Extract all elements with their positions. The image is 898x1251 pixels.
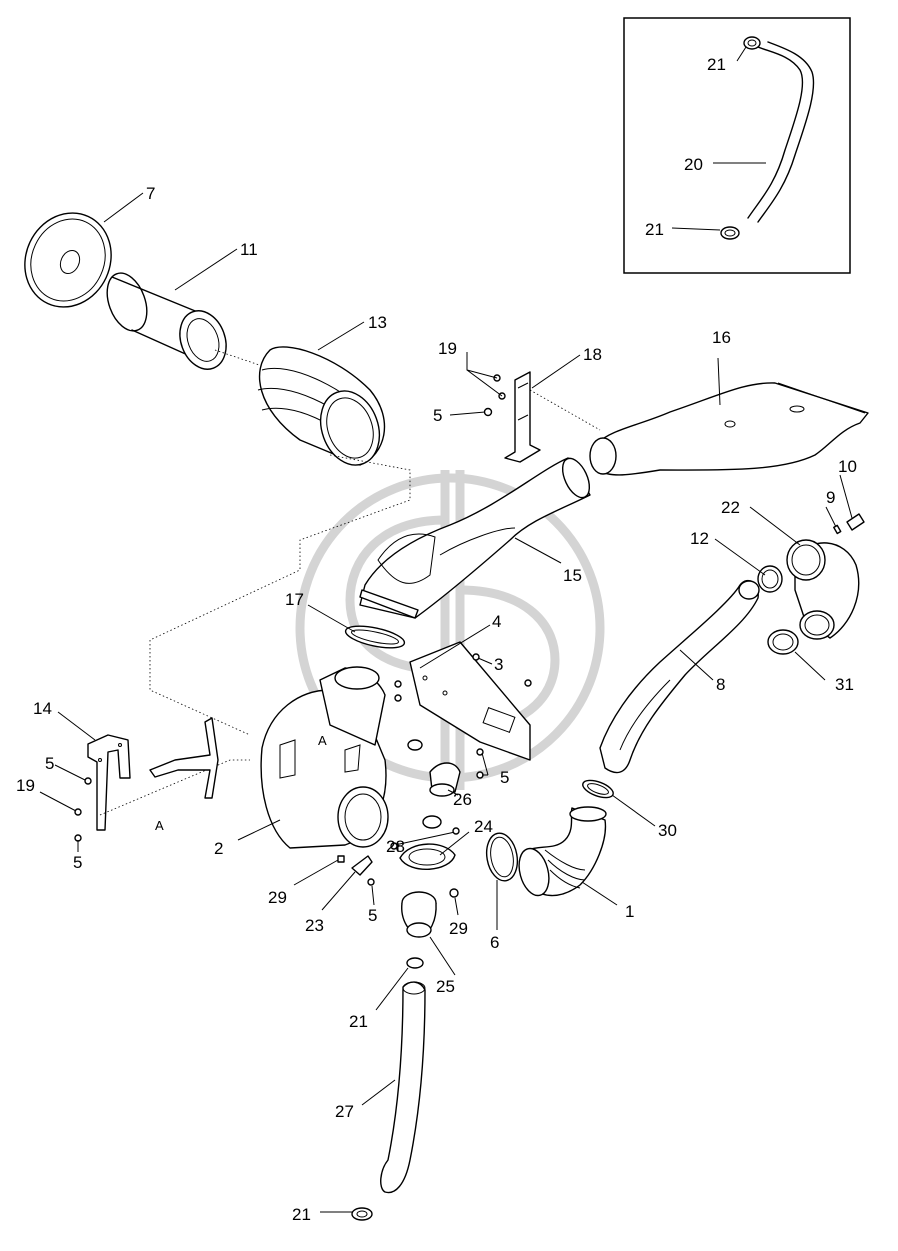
leader-lines bbox=[39, 46, 853, 1213]
part-19-bolt-left bbox=[74, 808, 82, 816]
part-21-clamp-inset-top bbox=[743, 36, 761, 50]
part-5-bolt-top bbox=[483, 407, 493, 417]
callout-29-left: 29 bbox=[268, 888, 287, 907]
part-5-bolts-plate bbox=[394, 680, 484, 779]
part-4-mounting-plate bbox=[409, 641, 531, 761]
part-29-nut-right bbox=[449, 888, 459, 898]
callout-24: 24 bbox=[474, 817, 493, 836]
callout-21-inset-bottom: 21 bbox=[645, 220, 664, 239]
callout-7: 7 bbox=[146, 184, 155, 203]
callout-5-bottom: 5 bbox=[368, 906, 377, 925]
part-31-clamp bbox=[767, 629, 799, 655]
part-6-clamp bbox=[485, 832, 519, 882]
callout-6: 6 bbox=[490, 933, 499, 952]
part-19-bolts-top bbox=[493, 374, 506, 400]
callout-23: 23 bbox=[305, 916, 324, 935]
part-7-cover bbox=[24, 212, 112, 308]
callout-14: 14 bbox=[33, 699, 52, 718]
callout-18: 18 bbox=[583, 345, 602, 364]
view-mark-a-upper: A bbox=[318, 733, 327, 748]
callout-31: 31 bbox=[835, 675, 854, 694]
callout-8: 8 bbox=[716, 675, 725, 694]
part-22-elbow bbox=[786, 539, 860, 640]
part-10-fitting bbox=[846, 513, 865, 531]
callout-10: 10 bbox=[838, 457, 857, 476]
part-21-clamp-mid bbox=[406, 957, 424, 969]
view-mark-a-lower: A bbox=[155, 818, 164, 833]
part-14-bracket bbox=[87, 734, 131, 831]
part-27-hose bbox=[380, 981, 426, 1194]
callout-4: 4 bbox=[492, 612, 501, 631]
callout-21-mid: 21 bbox=[349, 1012, 368, 1031]
part-28-bolt bbox=[390, 827, 460, 850]
callout-26: 26 bbox=[453, 790, 472, 809]
callout-2: 2 bbox=[214, 839, 223, 858]
part-25-valve bbox=[401, 891, 437, 938]
part-18-bracket bbox=[504, 371, 541, 463]
part-5-bolt-bottom bbox=[367, 878, 375, 886]
part-13-filter-housing bbox=[257, 346, 386, 466]
callout-15: 15 bbox=[563, 566, 582, 585]
part-29-nut-left bbox=[337, 855, 345, 863]
part-8-hose bbox=[599, 580, 760, 774]
part-1-hose bbox=[518, 806, 607, 897]
part-23-bracket bbox=[351, 855, 373, 876]
part-2-air-cleaner bbox=[260, 666, 389, 849]
callout-labels: 7 11 13 16 19 18 5 10 9 22 12 15 17 4 3 … bbox=[16, 55, 857, 1224]
callout-9: 9 bbox=[826, 488, 835, 507]
part-30-clamp bbox=[582, 779, 614, 799]
bracket-a bbox=[149, 717, 219, 799]
part-16-duct bbox=[589, 382, 869, 476]
callout-13: 13 bbox=[368, 313, 387, 332]
part-12-clamp bbox=[757, 565, 783, 593]
callout-5-top: 5 bbox=[433, 406, 442, 425]
callout-11: 11 bbox=[240, 240, 258, 259]
part-21-clamp-bottom bbox=[351, 1207, 373, 1221]
callout-21-bottom: 21 bbox=[292, 1205, 311, 1224]
part-17-clamp bbox=[344, 625, 406, 649]
callout-1: 1 bbox=[625, 902, 634, 921]
part-clamp-small bbox=[407, 739, 442, 829]
callout-5-left: 5 bbox=[45, 754, 54, 773]
callout-21-inset-top: 21 bbox=[707, 55, 726, 74]
callout-30: 30 bbox=[658, 821, 677, 840]
callout-19-top: 19 bbox=[438, 339, 457, 358]
callout-19-left: 19 bbox=[16, 776, 35, 795]
callout-12: 12 bbox=[690, 529, 709, 548]
callout-5-lower-left: 5 bbox=[73, 853, 82, 872]
callout-25: 25 bbox=[436, 977, 455, 996]
callout-29-right: 29 bbox=[449, 919, 468, 938]
part-5-bolts-left bbox=[74, 777, 92, 842]
inset-frame bbox=[623, 17, 851, 274]
part-21-clamp-inset-bottom bbox=[720, 226, 740, 240]
part-20-hose bbox=[747, 41, 815, 223]
part-11-filter-element bbox=[106, 272, 227, 370]
callout-16: 16 bbox=[712, 328, 731, 347]
part-3-bolts bbox=[472, 653, 532, 687]
callout-3: 3 bbox=[494, 655, 503, 674]
callout-28: 28 bbox=[386, 837, 405, 856]
part-24-clamp bbox=[399, 843, 456, 871]
part-9-seal bbox=[833, 524, 842, 535]
callout-5-plate: 5 bbox=[500, 768, 509, 787]
callout-22: 22 bbox=[721, 498, 740, 517]
callout-27: 27 bbox=[335, 1102, 354, 1121]
callout-20: 20 bbox=[684, 155, 703, 174]
part-26-fitting bbox=[429, 762, 461, 797]
part-15-duct bbox=[359, 457, 591, 619]
callout-17: 17 bbox=[285, 590, 304, 609]
